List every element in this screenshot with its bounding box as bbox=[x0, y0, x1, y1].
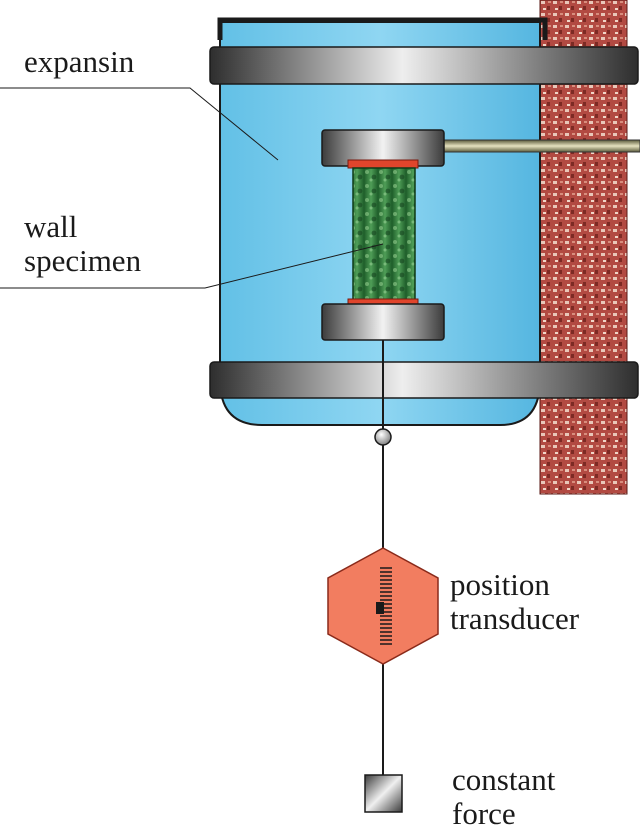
specimen-leader-line bbox=[0, 243, 384, 289]
fixing-rod bbox=[443, 139, 640, 153]
position-transducer-line-2: transducer bbox=[450, 601, 580, 636]
transducer-core bbox=[376, 602, 384, 614]
position-transducer-line-1: position bbox=[450, 567, 550, 602]
constant-force-weight bbox=[364, 774, 403, 813]
chamber-rim bbox=[217, 17, 548, 40]
upper-mounting-band bbox=[209, 46, 639, 85]
wall-specimen bbox=[352, 167, 416, 303]
wall-specimen-line-2: specimen bbox=[24, 243, 142, 278]
constant-force-line-2: force bbox=[452, 796, 516, 831]
constant-force-label: constant force bbox=[452, 763, 555, 831]
wall-specimen-label: wall specimen bbox=[24, 210, 141, 278]
position-transducer-label: position transducer bbox=[450, 568, 579, 636]
lower-clamp bbox=[321, 303, 445, 341]
constant-force-line-1: constant bbox=[452, 762, 556, 797]
expansin-text: expansin bbox=[24, 44, 135, 79]
expansin-leader-line bbox=[0, 87, 279, 161]
expansin-label: expansin bbox=[24, 45, 134, 79]
upper-seal bbox=[347, 159, 419, 169]
ball-joint bbox=[374, 428, 392, 446]
wall-specimen-line-1: wall bbox=[24, 209, 78, 244]
lower-mounting-band bbox=[209, 361, 639, 399]
